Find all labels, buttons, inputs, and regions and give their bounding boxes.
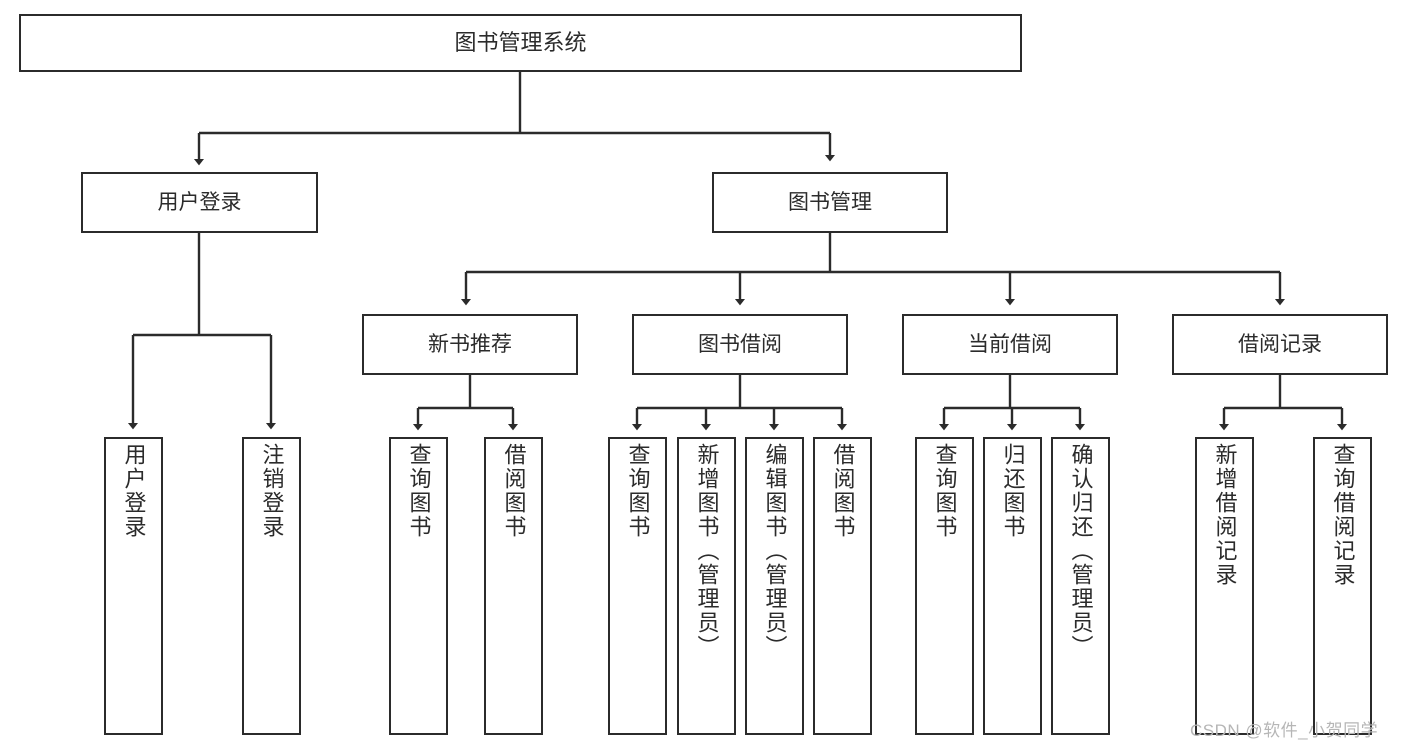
leaf-record-add-borrow-record[interactable]: 新增借阅记录 bbox=[1195, 437, 1254, 735]
node-label: 图书管理 bbox=[788, 190, 872, 214]
node-label: 编辑图书（管理员） bbox=[762, 443, 788, 659]
node-label: 图书管理系统 bbox=[454, 29, 587, 55]
leaf-user-login-login[interactable]: 用户登录 bbox=[104, 437, 163, 735]
node-label: 归还图书 bbox=[1000, 443, 1026, 539]
leaf-recommend-query-book[interactable]: 查询图书 bbox=[389, 437, 448, 735]
node-label: 图书借阅 bbox=[698, 332, 782, 356]
node-label: 当前借阅 bbox=[968, 332, 1052, 356]
node-book-borrow[interactable]: 图书借阅 bbox=[632, 314, 848, 375]
node-current-borrow[interactable]: 当前借阅 bbox=[902, 314, 1118, 375]
node-root-book-management-system[interactable]: 图书管理系统 bbox=[19, 14, 1022, 72]
node-borrow-record[interactable]: 借阅记录 bbox=[1172, 314, 1388, 375]
node-new-book-recommend[interactable]: 新书推荐 bbox=[362, 314, 578, 375]
leaf-borrow-add-book-admin[interactable]: 新增图书（管理员） bbox=[677, 437, 736, 735]
node-label: 借阅图书 bbox=[830, 443, 856, 539]
node-label: 查询图书 bbox=[625, 443, 651, 539]
leaf-borrow-query-book[interactable]: 查询图书 bbox=[608, 437, 667, 735]
node-book-management[interactable]: 图书管理 bbox=[712, 172, 948, 233]
node-label: 借阅记录 bbox=[1238, 332, 1322, 356]
node-label: 用户登录 bbox=[157, 190, 242, 214]
watermark: CSDN @软件_小贺同学 bbox=[1190, 721, 1379, 740]
node-label: 用户登录 bbox=[121, 443, 147, 539]
node-label: 借阅图书 bbox=[501, 443, 527, 539]
node-label: 查询图书 bbox=[406, 443, 432, 539]
leaf-current-confirm-return-admin[interactable]: 确认归还（管理员） bbox=[1051, 437, 1110, 735]
leaf-borrow-borrow-book[interactable]: 借阅图书 bbox=[813, 437, 872, 735]
leaf-recommend-borrow-book[interactable]: 借阅图书 bbox=[484, 437, 543, 735]
node-label: 查询借阅记录 bbox=[1330, 443, 1356, 587]
node-label: 新书推荐 bbox=[428, 332, 512, 356]
node-label: 查询图书 bbox=[932, 443, 958, 539]
node-label: 新增图书（管理员） bbox=[694, 443, 720, 659]
leaf-current-query-book[interactable]: 查询图书 bbox=[915, 437, 974, 735]
leaf-user-login-logout[interactable]: 注销登录 bbox=[242, 437, 301, 735]
node-label: 确认归还（管理员） bbox=[1068, 443, 1094, 659]
leaf-current-return-book[interactable]: 归还图书 bbox=[983, 437, 1042, 735]
node-user-login[interactable]: 用户登录 bbox=[81, 172, 318, 233]
node-label: 新增借阅记录 bbox=[1212, 443, 1238, 587]
leaf-borrow-edit-book-admin[interactable]: 编辑图书（管理员） bbox=[745, 437, 804, 735]
leaf-record-query-borrow-record[interactable]: 查询借阅记录 bbox=[1313, 437, 1372, 735]
node-label: 注销登录 bbox=[259, 443, 285, 539]
